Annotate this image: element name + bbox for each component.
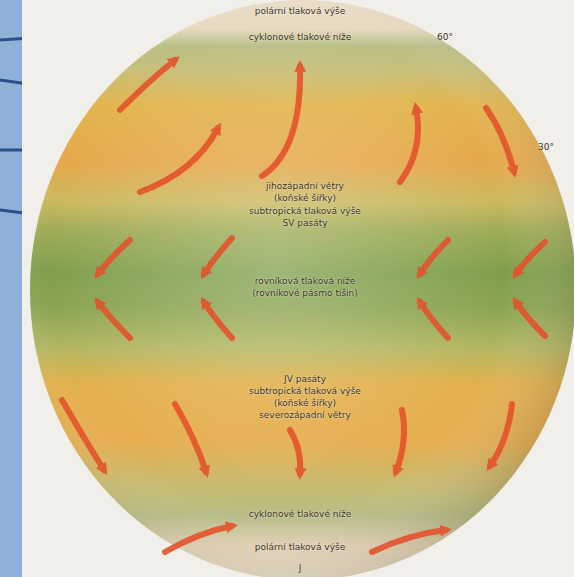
wind-arrow: [396, 410, 404, 472]
map-label: cyklonové tlakové níže: [249, 33, 352, 43]
wind-arrow: [490, 404, 512, 466]
wind-arrow: [400, 108, 418, 182]
map-label: SV pasáty: [282, 219, 327, 229]
wind-arrow: [290, 430, 300, 474]
map-label: 60°: [437, 33, 453, 43]
map-label: 30°: [538, 143, 554, 153]
wind-arrow: [98, 302, 130, 338]
map-label: J: [299, 564, 302, 574]
map-label: (koňské šířky): [274, 194, 336, 204]
globe: [30, 0, 574, 577]
wind-arrows: [62, 60, 545, 552]
map-label: rovníková tlaková níže: [255, 277, 356, 287]
map-label: polární tlaková výše: [255, 543, 345, 553]
wind-arrow: [516, 302, 545, 336]
wind-arrow: [175, 404, 206, 472]
map-label: cyklonové tlakové níže: [249, 510, 352, 520]
wind-arrow: [120, 60, 175, 110]
map-label: subtropická tlaková výše: [249, 207, 361, 217]
wind-arrow: [372, 530, 446, 552]
wind-arrow: [165, 526, 232, 552]
wind-arrow: [516, 242, 545, 274]
wind-arrow: [420, 240, 448, 274]
wind-arrow: [140, 128, 218, 192]
wind-arrow: [486, 108, 514, 172]
map-label: (rovníkové pásmo tišin): [252, 289, 358, 299]
map-label: severozápadní větry: [259, 411, 351, 421]
map-label: subtropická tlaková výše: [249, 387, 361, 397]
wind-arrow: [262, 66, 300, 176]
map-label: jihozápadní větry: [266, 182, 344, 192]
wind-arrow: [62, 400, 104, 470]
map-label: (koňské šířky): [274, 399, 336, 409]
globe-shading: [30, 0, 574, 577]
map-label: JV pasáty: [284, 375, 326, 385]
wind-arrow: [204, 302, 232, 338]
wind-arrow: [420, 302, 448, 338]
map-label: polární tlaková výše: [255, 7, 345, 17]
wind-arrow: [98, 240, 130, 274]
wind-arrow: [204, 238, 232, 274]
